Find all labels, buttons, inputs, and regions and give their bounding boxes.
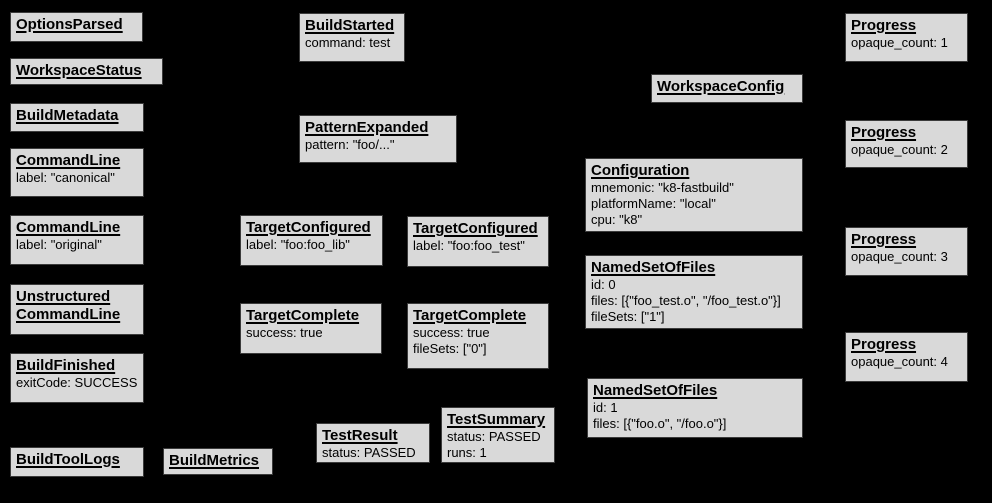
node-title: TargetComplete	[246, 307, 360, 324]
node-title: CommandLine	[16, 219, 121, 236]
node-title: Progress	[851, 124, 917, 141]
node-attribute: pattern: "foo/..."	[305, 137, 395, 152]
node-attribute: id: 0	[591, 277, 616, 292]
node-attribute: platformName: "local"	[591, 196, 716, 211]
node-attribute: runs: 1	[447, 445, 487, 460]
node-title: CommandLine	[16, 152, 121, 169]
node-title: WorkspaceConfig	[657, 78, 785, 95]
event-node-workspace-config: WorkspaceConfig	[651, 74, 803, 103]
node-attribute: fileSets: ["0"]	[413, 341, 487, 356]
node-attribute: success: true	[246, 325, 323, 340]
node-title: BuildFinished	[16, 357, 116, 374]
node-attribute: label: "foo:foo_test"	[413, 238, 525, 253]
event-node-workspace-status: WorkspaceStatus	[10, 58, 163, 85]
node-attribute: label: "canonical"	[16, 170, 115, 185]
node-title: CommandLine	[16, 306, 121, 323]
node-title: TargetConfigured	[413, 220, 538, 237]
node-title: WorkspaceStatus	[16, 62, 142, 79]
node-title: TargetConfigured	[246, 219, 371, 236]
node-attribute: exitCode: SUCCESS	[16, 375, 138, 390]
node-attribute: label: "foo:foo_lib"	[246, 237, 350, 252]
node-title: TestSummary	[447, 411, 546, 428]
node-attribute: mnemonic: "k8-fastbuild"	[591, 180, 734, 195]
node-title: TestResult	[322, 427, 398, 444]
node-attribute: command: test	[305, 35, 391, 50]
node-title: Progress	[851, 231, 917, 248]
node-attribute: fileSets: ["1"]	[591, 309, 665, 324]
event-node-build-tool-logs: BuildToolLogs	[10, 447, 144, 477]
node-attribute: opaque_count: 3	[851, 249, 948, 264]
node-title: NamedSetOfFiles	[591, 259, 716, 276]
node-title: BuildToolLogs	[16, 451, 120, 468]
node-title: TargetComplete	[413, 307, 527, 324]
node-title: OptionsParsed	[16, 16, 123, 33]
node-title: Progress	[851, 336, 917, 353]
node-title: Unstructured	[16, 288, 111, 305]
node-title: Configuration	[591, 162, 690, 179]
node-title: BuildStarted	[305, 17, 395, 34]
node-title: BuildMetadata	[16, 107, 119, 124]
node-title: BuildMetrics	[169, 452, 260, 469]
node-attribute: opaque_count: 4	[851, 354, 948, 369]
node-attribute: files: [{"foo_test.o", "/foo_test.o"}]	[591, 293, 781, 308]
node-attribute: id: 1	[593, 400, 618, 415]
node-title: NamedSetOfFiles	[593, 382, 718, 399]
event-node-build-metrics: BuildMetrics	[163, 448, 273, 475]
event-node-options-parsed: OptionsParsed	[10, 12, 143, 42]
node-attribute: status: PASSED	[322, 445, 416, 460]
node-attribute: cpu: "k8"	[591, 212, 643, 227]
node-title: PatternExpanded	[305, 119, 429, 136]
node-attribute: files: [{"foo.o", "/foo.o"}]	[593, 416, 727, 431]
node-attribute: opaque_count: 1	[851, 35, 948, 50]
node-attribute: label: "original"	[16, 237, 102, 252]
event-node-build-metadata: BuildMetadata	[10, 103, 144, 132]
node-attribute: success: true	[413, 325, 490, 340]
node-attribute: opaque_count: 2	[851, 142, 948, 157]
node-title: Progress	[851, 17, 917, 34]
node-attribute: status: PASSED	[447, 429, 541, 444]
